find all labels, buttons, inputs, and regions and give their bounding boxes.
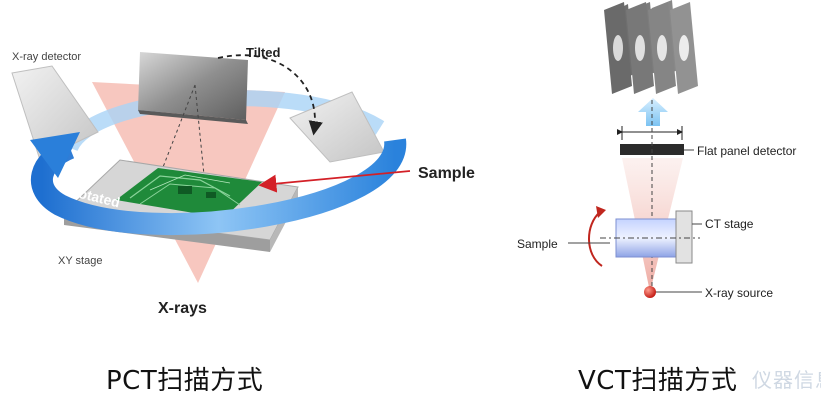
- label-detector: X-ray detector: [12, 51, 81, 63]
- tilt-arc: [217, 54, 323, 136]
- rotation-ring-front: [30, 137, 407, 236]
- label-xrays: X-rays: [158, 300, 207, 317]
- label-flat-panel: Flat panel detector: [697, 144, 796, 158]
- ct-stage: [600, 210, 700, 264]
- watermark: 仪器信息网: [752, 368, 821, 392]
- label-tilted: Tilted: [246, 45, 280, 60]
- label-ct-stage: CT stage: [705, 217, 754, 231]
- vct-caption: VCT扫描方式: [578, 366, 738, 396]
- main-detector: [138, 52, 248, 124]
- rotation-arrowhead: [596, 206, 606, 218]
- rotation-arrow: [588, 211, 603, 267]
- vct-diagram: Flat panel detector CT stage Sample X-ra…: [517, 0, 796, 300]
- label-vct-sample: Sample: [517, 237, 558, 251]
- projection-line: [194, 84, 206, 186]
- xray-source: [644, 286, 656, 298]
- pct-diagram: X-ray detector Tilted Sample Rotated XY …: [11, 45, 475, 317]
- label-sample: Sample: [418, 165, 475, 182]
- image-stack: [604, 0, 698, 94]
- ring-arrowhead: [30, 132, 80, 178]
- label-xray-source: X-ray source: [705, 286, 773, 300]
- label-xy-stage: XY stage: [58, 255, 102, 267]
- sample-pointer: [258, 170, 411, 193]
- pct-caption: PCT扫描方式: [106, 366, 264, 396]
- projection-line: [157, 84, 196, 181]
- pcb-sample: [116, 168, 262, 218]
- up-arrow: [638, 98, 668, 126]
